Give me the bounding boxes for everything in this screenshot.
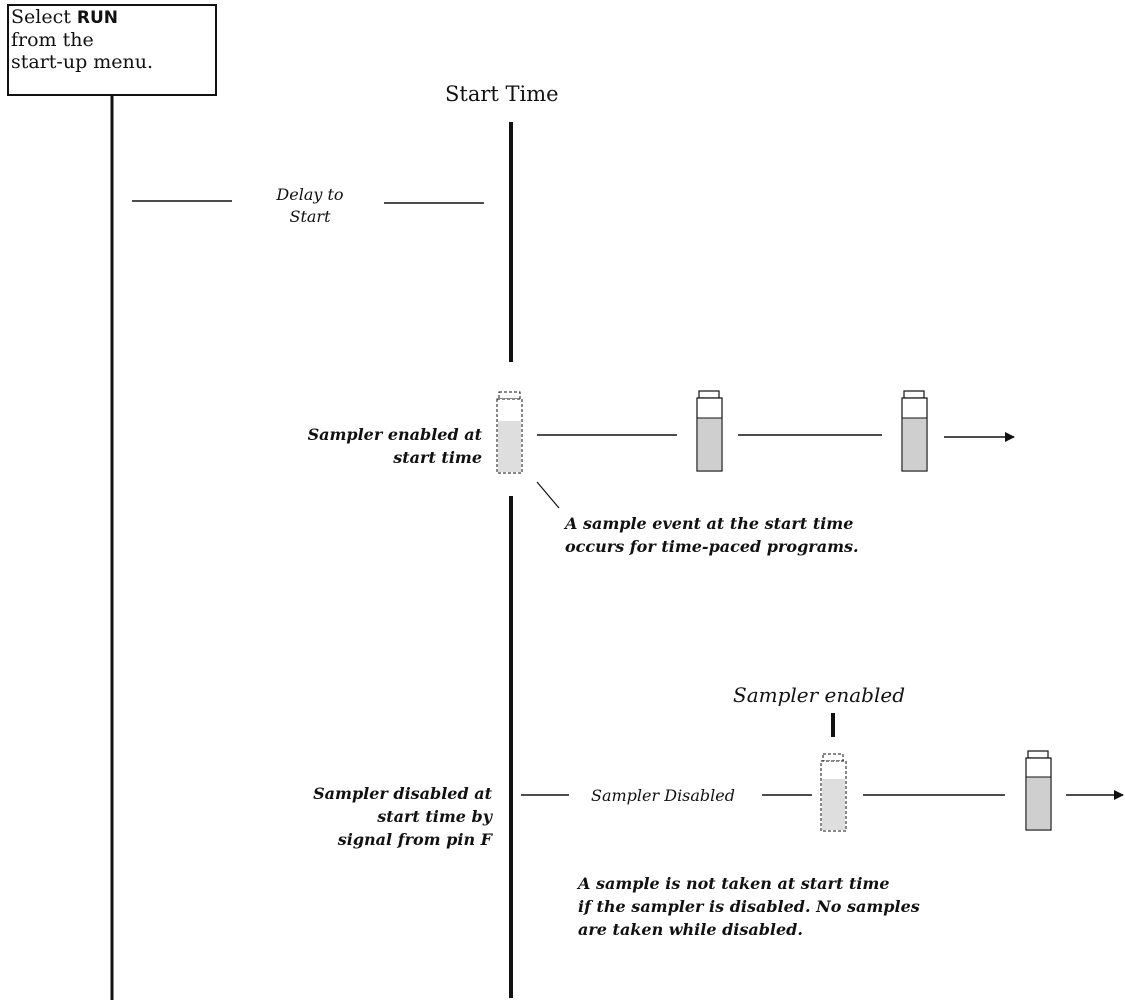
delay-label-line2: Start bbox=[289, 207, 331, 226]
sampler-enabled-label-line1: Sampler enabled at bbox=[307, 425, 482, 444]
disabled-note-line3: are taken while disabled. bbox=[578, 920, 803, 939]
start-text-1: Select bbox=[11, 6, 77, 28]
start-text-2: from the bbox=[11, 29, 94, 51]
start-time-label: Start Time bbox=[445, 82, 559, 106]
disabled-note-line2: if the sampler is disabled. No samples bbox=[578, 897, 920, 916]
run-keyword: RUN bbox=[76, 8, 119, 28]
sampler-enabled-label: Sampler enabled at start time bbox=[230, 423, 482, 469]
delay-label: Delay to Start bbox=[240, 184, 380, 228]
disabled-note-line1: A sample is not taken at start time bbox=[578, 874, 890, 893]
sampler-disabled-inline: Sampler Disabled bbox=[591, 786, 735, 805]
bottle-dashed-icon bbox=[496, 391, 523, 474]
enabled-note-line2: occurs for time-paced programs. bbox=[565, 537, 859, 556]
bottle-icon bbox=[901, 390, 928, 472]
disabled-note: A sample is not taken at start time if t… bbox=[578, 872, 920, 941]
sampler-disabled-label-line2: start time by bbox=[377, 807, 492, 826]
note-pointer bbox=[536, 481, 560, 509]
delay-label-line1: Delay to bbox=[276, 185, 344, 204]
enabled-note: A sample event at the start time occurs … bbox=[565, 512, 859, 558]
start-text-3: start-up menu. bbox=[11, 51, 154, 73]
start-instruction: Select RUN from the start-up menu. bbox=[11, 6, 153, 73]
start-box bbox=[7, 4, 217, 96]
bottle-icon bbox=[1025, 750, 1052, 831]
sampler-disabled-label: Sampler disabled at start time by signal… bbox=[230, 782, 492, 851]
sampler-disabled-label-line3: signal from pin F bbox=[337, 830, 492, 849]
sampler-enabled-label-line2: start time bbox=[393, 448, 482, 467]
enabled-note-line1: A sample event at the start time bbox=[565, 514, 854, 533]
sampler-disabled-label-line1: Sampler disabled at bbox=[313, 784, 492, 803]
bottle-dashed-icon bbox=[820, 753, 847, 832]
bottle-icon bbox=[696, 390, 723, 472]
sampler-enabled-header: Sampler enabled bbox=[733, 683, 906, 707]
